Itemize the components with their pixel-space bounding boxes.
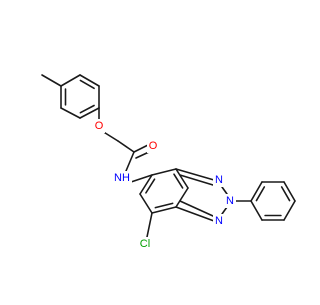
benzo-ring-double-bond (145, 178, 156, 194)
carbonyl-nitrogen-bond (125, 151, 135, 172)
triazole-bond (175, 168, 215, 181)
atom-n2-triazole: N (224, 194, 236, 208)
atom-chlorine-label: Cl (140, 238, 150, 250)
atom-o-carbonyl: O (147, 139, 159, 153)
triazole-bond (221, 186, 228, 195)
methyl-bond (41, 74, 62, 87)
triazole-double-bond (179, 200, 214, 217)
atom-o-carbonyl-label: O (149, 140, 158, 152)
triazole-bond (221, 206, 228, 215)
atom-n2-triazole-label: N (226, 195, 234, 207)
tolyl-ring-bond (79, 74, 100, 87)
atom-chlorine: Cl (137, 237, 153, 251)
carbonyl-double-bond (135, 151, 150, 159)
atom-label-layer: O O NH N N N Cl (93, 119, 236, 251)
atom-n1-triazole-label: N (215, 174, 223, 186)
triazole-bond (175, 206, 215, 222)
phenyl-ring-bond (250, 200, 263, 221)
benzo-ring-bond (175, 168, 189, 189)
benzo-ring-bond (151, 168, 177, 176)
molecule-structure: O O NH N N N Cl (41, 74, 296, 251)
phenyl-ring-double-bond (255, 186, 266, 202)
benzo-ring-bond (139, 174, 153, 195)
atom-o-ether: O (93, 119, 105, 133)
atom-nh-amide-label: NH (114, 172, 130, 184)
carbonyl-bond (133, 144, 149, 153)
triazole-double-bond (179, 174, 214, 186)
tolyl-ring-double-bond (79, 104, 95, 114)
atom-o-ether-label: O (95, 120, 104, 132)
atom-nh-amide: NH (112, 171, 132, 185)
benzo-ring-bond (139, 193, 153, 214)
benzo-ring-bond (175, 187, 189, 208)
tolyl-ring-bond (60, 74, 81, 87)
structure-canvas: O O NH N N N Cl (41, 74, 296, 251)
tolyl-ring-bond (60, 107, 81, 119)
tolyl-ring-double-bond (79, 79, 95, 90)
benzo-ring-bond (151, 206, 177, 214)
ch2-carbonyl-bond (117, 140, 135, 153)
nitrogen-benzo-bond (130, 174, 153, 183)
atom-n3-triazole-label: N (215, 215, 223, 227)
tolyl-ring-bond (79, 107, 100, 119)
phenyl-ring-bond (250, 181, 263, 202)
bond-layer (41, 74, 296, 238)
benzo-ring-double-bond (173, 173, 184, 189)
phenyl-ring-double-bond (280, 186, 291, 202)
atom-n3-triazole: N (213, 214, 225, 228)
atom-n1-triazole: N (213, 173, 225, 187)
phenyl-ring-bond (283, 200, 296, 221)
chlorine-bond (146, 212, 153, 238)
phenyl-ring-bond (283, 181, 296, 202)
benzo-ring-double-bond (154, 202, 174, 209)
